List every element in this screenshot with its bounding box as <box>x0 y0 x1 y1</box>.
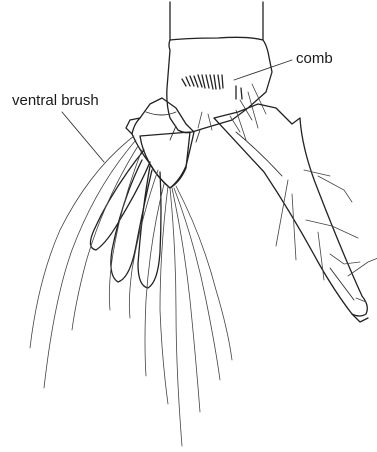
label-comb: comb <box>234 50 333 80</box>
comb-leader-line <box>234 60 292 80</box>
ventral-brush-leader-line <box>62 112 104 162</box>
segment-eight-setae <box>198 84 266 140</box>
comb-label: comb <box>296 50 333 67</box>
siphon <box>214 104 377 322</box>
abdominal-segment-eight <box>167 37 272 142</box>
ventral-brush-label: ventral brush <box>12 92 99 109</box>
abdominal-segment-seven <box>170 2 263 40</box>
ventral-brush-setae <box>30 136 232 446</box>
label-ventral-brush: ventral brush <box>12 92 104 162</box>
comb-scales <box>182 75 242 99</box>
